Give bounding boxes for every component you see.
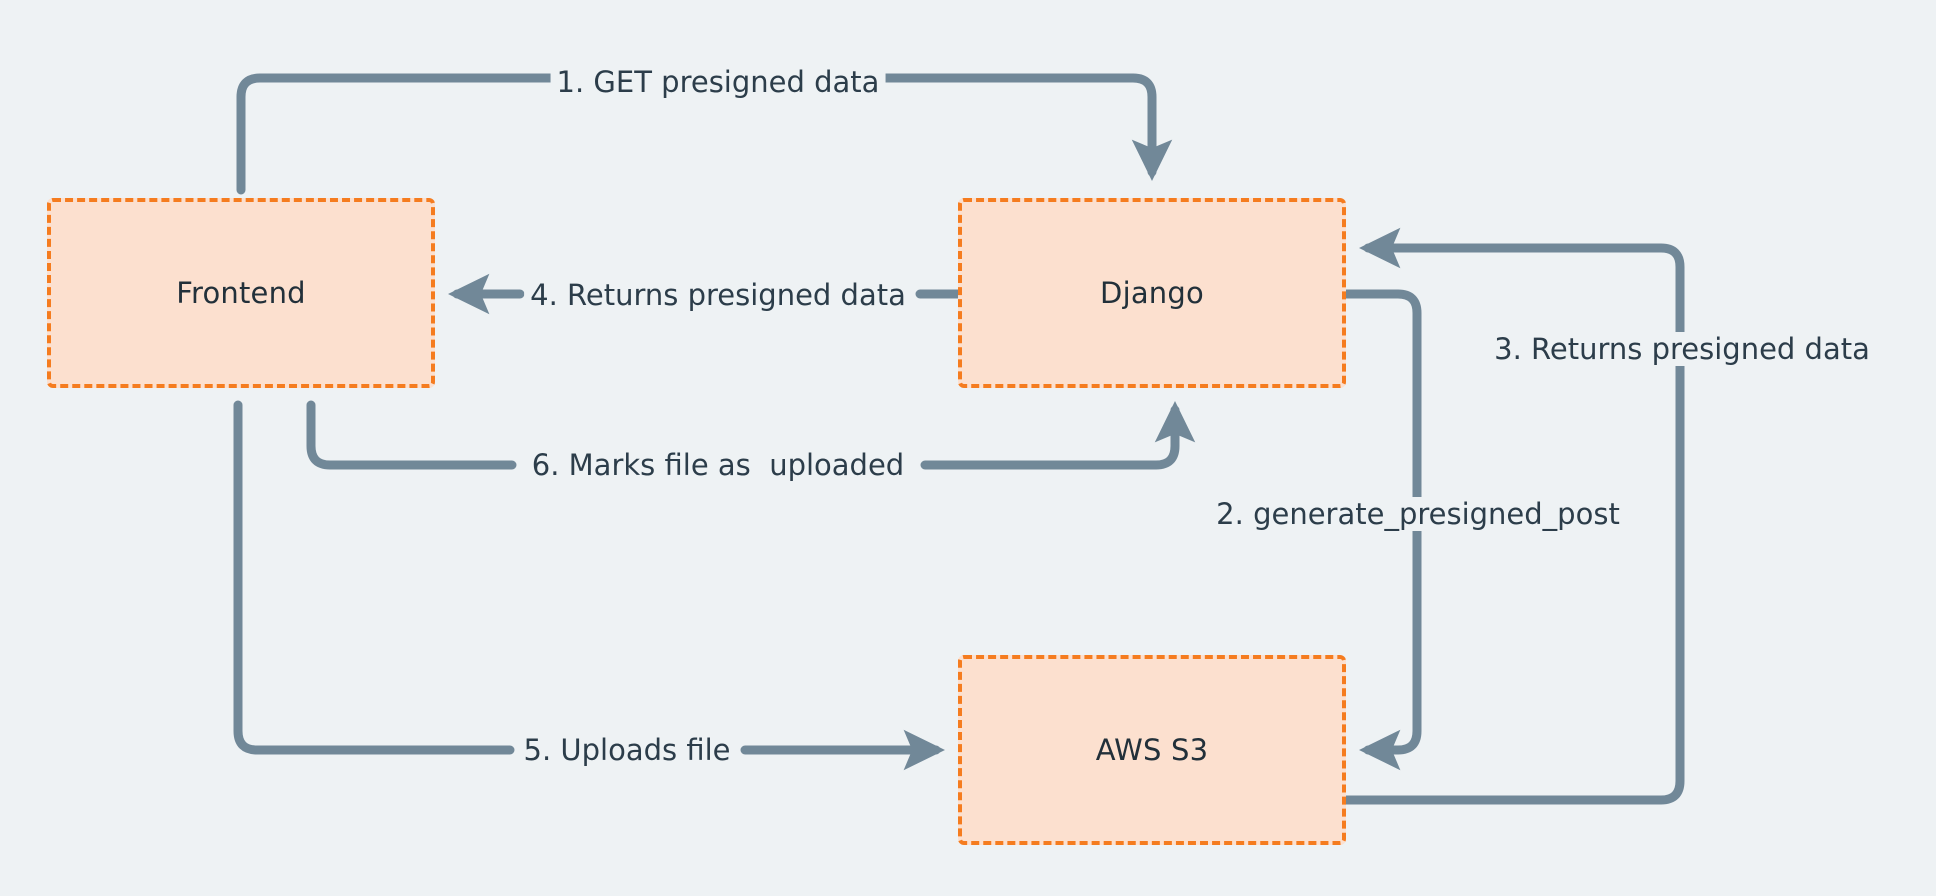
edge-label-4-returns-presigned-data: 4. Returns presigned data bbox=[524, 278, 912, 312]
node-frontend[interactable]: Frontend bbox=[47, 198, 435, 388]
node-aws-s3-label: AWS S3 bbox=[1095, 733, 1209, 767]
edge-path-6-marks-file-as-uploaded bbox=[306, 405, 1175, 470]
node-frontend-label: Frontend bbox=[176, 276, 306, 310]
edge-path-5-uploads-file bbox=[233, 400, 936, 750]
edge-label-3-returns-presigned-data: 3. Returns presigned data bbox=[1488, 332, 1876, 366]
edge-label-2-generate-presigned-post: 2. generate_presigned_post bbox=[1210, 497, 1626, 531]
edge-path-3-returns-presigned-data bbox=[1341, 227, 1685, 805]
edge-label-6-marks-file-as-uploaded: 6. Marks file as uploaded bbox=[525, 448, 911, 482]
node-django[interactable]: Django bbox=[958, 198, 1346, 388]
node-aws-s3[interactable]: AWS S3 bbox=[958, 655, 1346, 845]
node-django-label: Django bbox=[1100, 276, 1204, 310]
edge-label-5-uploads-file: 5. Uploads file bbox=[517, 733, 737, 767]
edge-label-1-get-presigned-data: 1. GET presigned data bbox=[550, 65, 886, 99]
